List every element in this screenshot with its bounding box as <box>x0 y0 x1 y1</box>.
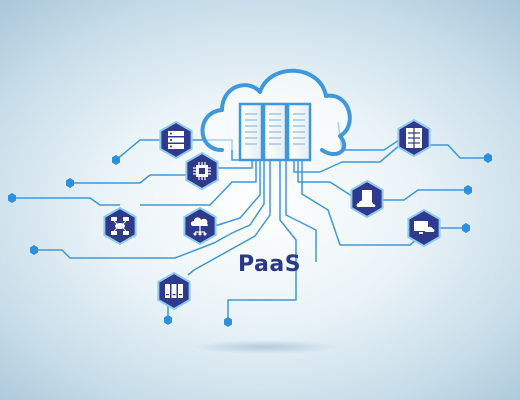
line-cloud-server <box>297 160 356 199</box>
circuit-lines <box>12 121 488 322</box>
line-network <box>34 160 265 259</box>
line-storage <box>187 160 271 276</box>
endpoint-dot <box>224 317 232 327</box>
server-stack-icon <box>397 118 431 158</box>
network-topology-icon <box>103 206 137 246</box>
cloud-server-icon <box>350 179 384 219</box>
endpoint-dot <box>8 193 16 203</box>
cloud-icon <box>200 68 352 162</box>
server-tower-right <box>286 102 312 162</box>
endpoint-dot <box>484 153 492 163</box>
line-cpu-end <box>70 174 186 184</box>
line-center-down <box>227 160 297 322</box>
endpoint-dot <box>462 223 470 233</box>
endpoints <box>8 153 492 327</box>
monitor-cloud-icon <box>407 208 441 248</box>
server-tower-center <box>262 102 288 162</box>
endpoint-dot <box>30 245 38 255</box>
server-tower-left <box>238 102 264 162</box>
cloud-network-icon <box>183 206 217 246</box>
line-monitor <box>301 160 419 246</box>
ground-shadow <box>190 340 340 354</box>
endpoint-dot <box>66 178 74 188</box>
line-server-stack <box>293 144 401 173</box>
line-left-long-end <box>12 197 120 206</box>
cpu-chip-icon <box>185 151 219 191</box>
icon-hexagons <box>103 118 441 311</box>
line-cloud-network <box>214 160 261 227</box>
storage-array-icon <box>157 271 191 311</box>
line-center-right-down <box>285 160 317 262</box>
line-server-stack-end <box>430 144 488 159</box>
server-rack-icon <box>159 120 193 160</box>
endpoint-dot <box>164 315 172 325</box>
endpoint-dot <box>464 185 472 195</box>
paas-label: PaaS <box>238 252 302 277</box>
endpoint-dot <box>112 155 120 165</box>
line-cloud-server-end <box>380 189 468 201</box>
line-left-long <box>140 160 257 206</box>
